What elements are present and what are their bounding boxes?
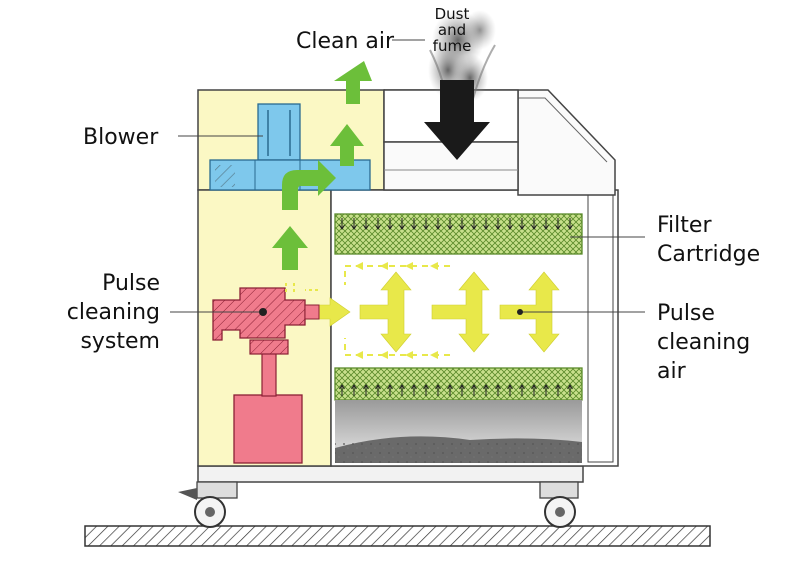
inflow-arrow-bottom bbox=[567, 384, 573, 396]
inflow-arrow-bottom bbox=[351, 384, 357, 396]
inflow-arrow-bottom bbox=[531, 384, 537, 396]
filter-cartridge-top bbox=[334, 213, 583, 255]
inflow-arrow-top bbox=[411, 218, 417, 230]
inflow-arrow-bottom bbox=[495, 384, 501, 396]
inflow-arrow-top bbox=[375, 218, 381, 230]
inflow-arrow-bottom bbox=[375, 384, 381, 396]
label-pulse-air-line3: air bbox=[657, 359, 687, 384]
dust-fume-smoke bbox=[428, 10, 496, 111]
label-pulse-air-line2: cleaning bbox=[657, 330, 750, 355]
inflow-arrow-bottom bbox=[543, 384, 549, 396]
inflow-arrow-bottom bbox=[471, 384, 477, 396]
label-filter-line2: Cartridge bbox=[657, 242, 760, 267]
inflow-arrow-bottom bbox=[459, 384, 465, 396]
inflow-arrow-bottom bbox=[411, 384, 417, 396]
label-pulse-system-line3: system bbox=[80, 329, 160, 354]
label-pulse-system-line1: Pulse bbox=[102, 271, 160, 296]
caster-right bbox=[539, 481, 579, 528]
inflow-arrow-top bbox=[363, 218, 369, 230]
label-filter-line1: Filter bbox=[657, 213, 712, 238]
inflow-arrow-top bbox=[471, 218, 477, 230]
inflow-arrow-top bbox=[531, 218, 537, 230]
clean-air-flow-arrows bbox=[272, 61, 372, 270]
inflow-arrow-top bbox=[399, 218, 405, 230]
inflow-arrow-top bbox=[339, 218, 345, 230]
inflow-arrow-top bbox=[423, 218, 429, 230]
inflow-arrow-top bbox=[435, 218, 441, 230]
pulse-valve-small-arrows bbox=[285, 280, 318, 292]
label-pulse-system-line2: cleaning bbox=[67, 300, 160, 325]
inflow-arrow-top bbox=[447, 218, 453, 230]
inflow-arrow-bottom bbox=[435, 384, 441, 396]
pulse-return-arrowheads bbox=[355, 262, 438, 359]
filter-cartridge-bottom bbox=[334, 367, 583, 401]
label-dust-line2: and bbox=[438, 21, 466, 39]
label-pulse-air-line1: Pulse bbox=[657, 301, 715, 326]
dust-hopper bbox=[335, 400, 582, 463]
label-blower: Blower bbox=[83, 125, 159, 150]
dust-inflow-arrows bbox=[339, 218, 573, 396]
inflow-arrow-bottom bbox=[519, 384, 525, 396]
base-plate bbox=[197, 465, 584, 483]
caster-left bbox=[178, 481, 238, 528]
inflow-arrow-top bbox=[555, 218, 561, 230]
inflow-arrow-bottom bbox=[339, 384, 345, 396]
inflow-arrow-top bbox=[459, 218, 465, 230]
inflow-arrow-top bbox=[387, 218, 393, 230]
inflow-arrow-top bbox=[519, 218, 525, 230]
inflow-arrow-bottom bbox=[447, 384, 453, 396]
pulse-air-pointer-dot bbox=[517, 309, 523, 315]
inflow-arrow-top bbox=[567, 218, 573, 230]
inflow-arrow-bottom bbox=[399, 384, 405, 396]
ground-floor bbox=[84, 525, 711, 547]
leader-lines bbox=[170, 39, 645, 313]
label-clean-air: Clean air bbox=[296, 29, 395, 54]
inflow-arrow-top bbox=[483, 218, 489, 230]
dust-inlet-arrow bbox=[424, 80, 490, 160]
inflow-arrow-bottom bbox=[363, 384, 369, 396]
inflow-arrow-top bbox=[543, 218, 549, 230]
inflow-arrow-bottom bbox=[555, 384, 561, 396]
pulse-cleaning-system bbox=[212, 287, 320, 464]
label-dust-line1: Dust bbox=[435, 5, 470, 23]
inflow-arrow-bottom bbox=[387, 384, 393, 396]
inflow-arrow-bottom bbox=[423, 384, 429, 396]
inflow-arrow-top bbox=[495, 218, 501, 230]
pulse-return-arrows bbox=[344, 265, 450, 356]
inlet-hood bbox=[383, 89, 616, 196]
inflow-arrow-top bbox=[507, 218, 513, 230]
inflow-arrow-bottom bbox=[507, 384, 513, 396]
inflow-arrow-bottom bbox=[483, 384, 489, 396]
label-dust-line3: fume bbox=[433, 37, 472, 55]
inflow-arrow-top bbox=[351, 218, 357, 230]
